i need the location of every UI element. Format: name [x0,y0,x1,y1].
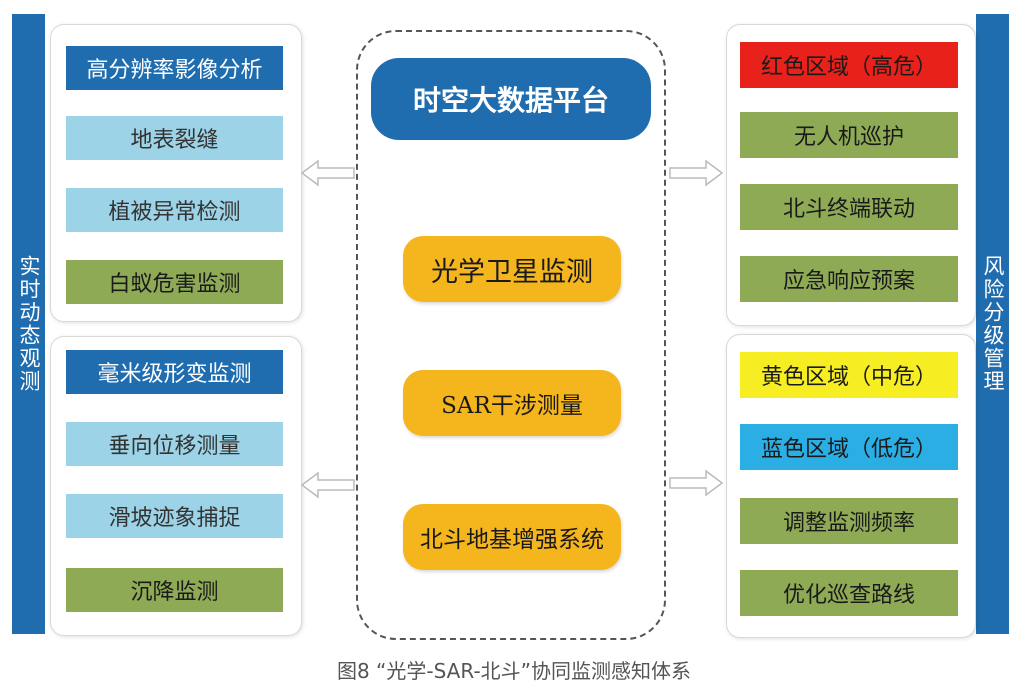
left-top-item-3: 白蚁危害监测 [66,260,283,304]
figure-caption: 图8 “光学-SAR-北斗”协同监测感知体系 [336,659,692,683]
left-bottom-item-2: 滑坡迹象捕捉 [66,494,283,538]
right-top-header: 红色区域（高危） [740,42,958,88]
method-sar: SAR干涉测量 [403,370,621,436]
right-bottom-header-blue: 蓝色区域（低危） [740,424,958,470]
right-bar-label: 风险分级管理 [981,255,1005,393]
left-top-item-1: 地表裂缝 [66,116,283,160]
left-bar-label: 实时动态观测 [17,255,41,393]
method-beidou: 北斗地基增强系统 [403,504,621,570]
right-vertical-bar: 风险分级管理 [976,14,1009,634]
platform-box: 时空大数据平台 [371,58,651,140]
arrow-right-bottom [669,469,724,497]
left-top-header: 高分辨率影像分析 [66,46,283,90]
center-panel [356,30,666,640]
right-bottom-item-2: 优化巡查路线 [740,570,958,616]
right-top-item-1: 无人机巡护 [740,112,958,158]
arrow-left-top [300,159,355,187]
left-bottom-item-3: 沉降监测 [66,568,283,612]
left-top-item-2: 植被异常检测 [66,188,283,232]
method-optical: 光学卫星监测 [403,236,621,302]
right-top-item-2: 北斗终端联动 [740,184,958,230]
arrow-right-top [669,159,724,187]
arrow-left-bottom [300,471,355,499]
right-bottom-header-yellow: 黄色区域（中危） [740,352,958,398]
right-bottom-item-1: 调整监测频率 [740,498,958,544]
left-vertical-bar: 实时动态观测 [12,14,45,634]
left-bottom-item-1: 垂向位移测量 [66,422,283,466]
left-bottom-header: 毫米级形变监测 [66,350,283,394]
right-top-item-3: 应急响应预案 [740,256,958,302]
